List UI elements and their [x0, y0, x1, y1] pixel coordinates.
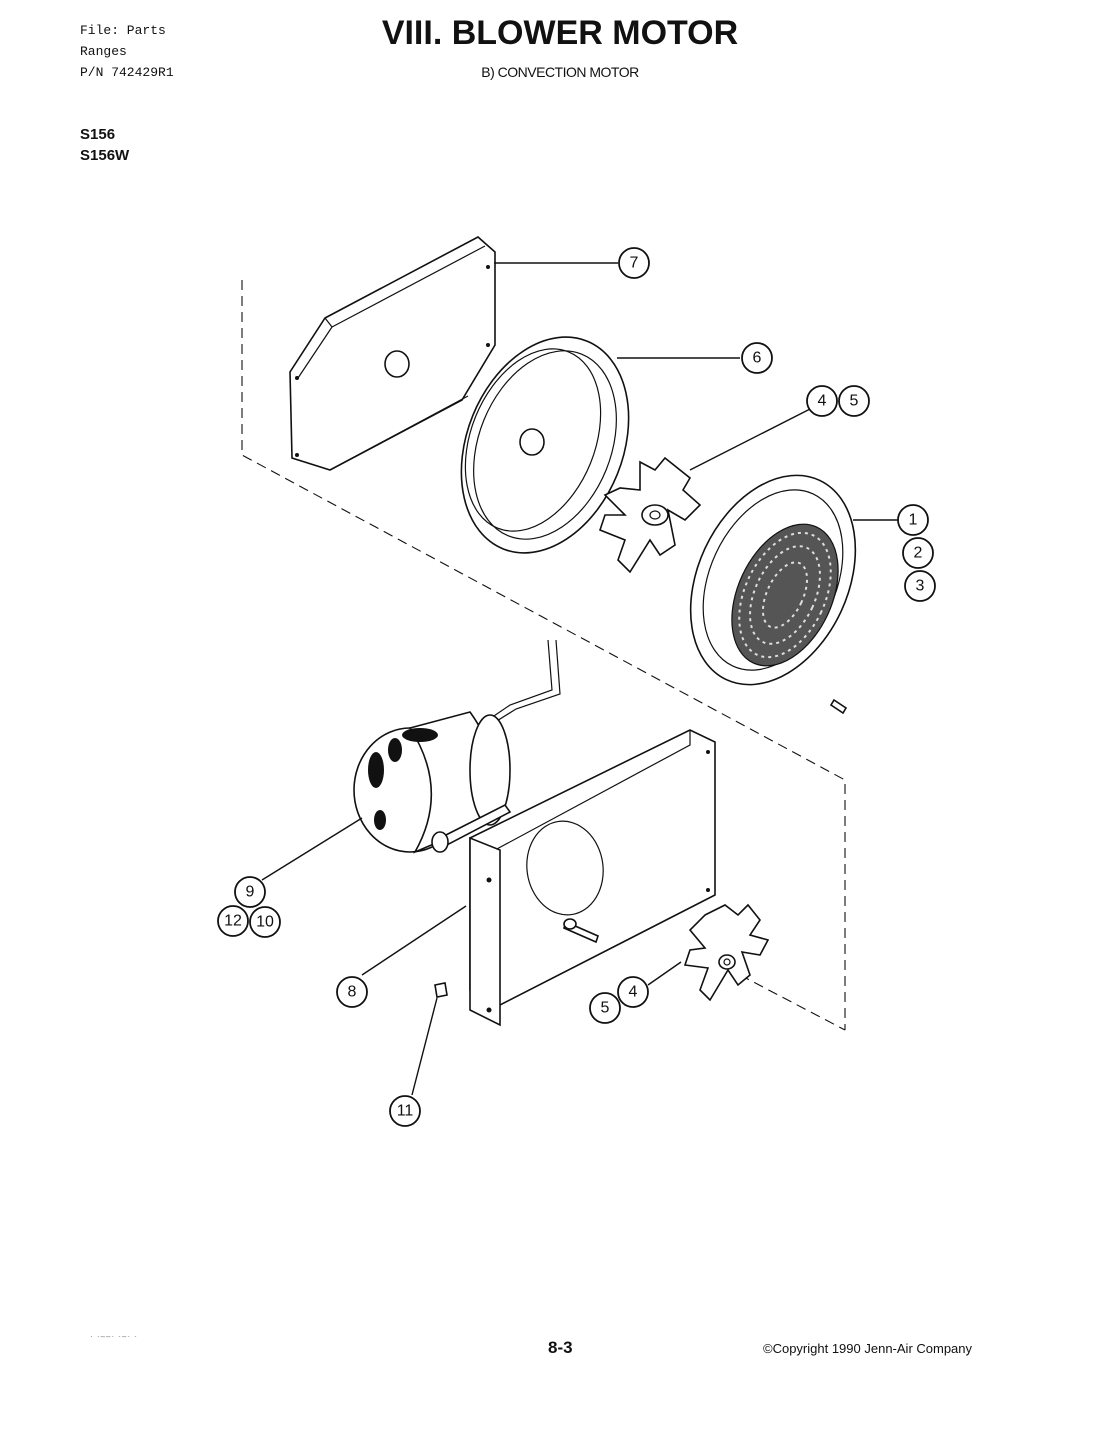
callout-11: 11	[389, 1095, 421, 1127]
callout-label: 2	[914, 545, 923, 562]
fastener-part	[434, 982, 448, 998]
callout-label: 11	[397, 1103, 414, 1120]
gasket-ring-part	[460, 336, 630, 554]
callout-9: 9	[234, 876, 266, 908]
callout-label: 7	[630, 255, 639, 272]
callout-label: 9	[246, 884, 255, 901]
part-number-line: P/N 742429R1	[80, 65, 174, 80]
blower-motor-part	[353, 639, 561, 854]
callout-label: 5	[850, 393, 859, 410]
callout-8: 8	[336, 976, 368, 1008]
model-number: S156W	[80, 147, 130, 164]
callout-10: 10	[249, 906, 281, 938]
model-number: S156	[80, 126, 116, 143]
model-list: S156 S156W	[80, 124, 129, 166]
copyright-notice: ©Copyright 1990 Jenn-Air Company	[763, 1341, 973, 1356]
alignment-guide-line	[241, 280, 846, 1030]
callout-1: 1	[897, 504, 929, 536]
fan-blade-part	[683, 903, 770, 1002]
callout-label: 4	[629, 984, 638, 1001]
callout-leader-lines	[261, 262, 898, 1096]
motor-bracket-part	[469, 729, 716, 1027]
callout-4-lower: 4	[617, 976, 649, 1008]
alignment-guide-line	[739, 974, 846, 1031]
callout-label: 6	[753, 350, 762, 367]
callout-label: 12	[224, 913, 242, 930]
page-subtitle: B) CONVECTION MOTOR	[481, 64, 639, 80]
callout-label: 3	[916, 578, 925, 595]
file-line: File: Parts	[80, 23, 166, 38]
callout-label: 1	[909, 512, 918, 529]
page-number: 8-3	[548, 1338, 573, 1357]
callout-label: 10	[256, 914, 274, 931]
file-metadata: File: Parts Ranges P/N 742429R1	[80, 20, 174, 83]
callout-label: 5	[601, 1000, 610, 1017]
fan-blade-part	[599, 456, 702, 574]
callout-2: 2	[902, 537, 934, 569]
callout-12: 12	[217, 905, 249, 937]
callout-label: 8	[348, 984, 357, 1001]
scan-speck: · ·––· ·–· ·	[90, 1332, 138, 1341]
callout-7: 7	[618, 247, 650, 279]
page-title: VIII. BLOWER MOTOR	[381, 14, 739, 52]
category-line: Ranges	[80, 44, 127, 59]
callout-5: 5	[838, 385, 870, 417]
callout-4: 4	[806, 385, 838, 417]
callout-label: 4	[818, 393, 827, 410]
back-panel-part	[289, 236, 496, 471]
callout-6: 6	[741, 342, 773, 374]
callout-5-lower: 5	[589, 992, 621, 1024]
grille-cover-part	[689, 474, 857, 715]
callout-3: 3	[904, 570, 936, 602]
